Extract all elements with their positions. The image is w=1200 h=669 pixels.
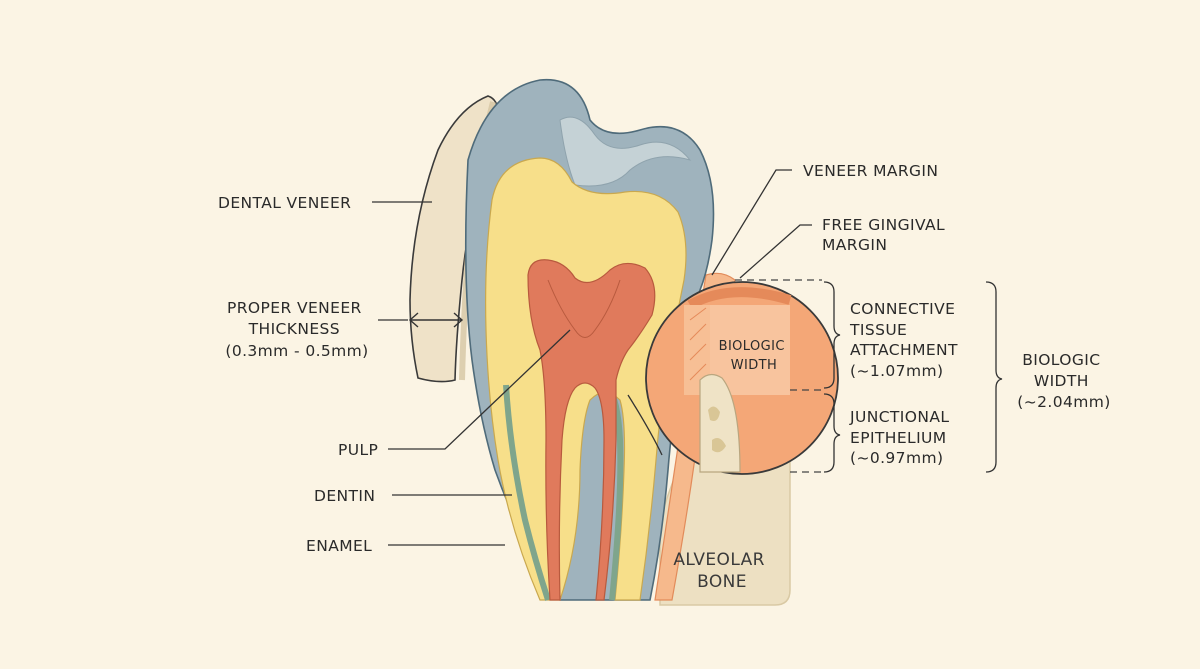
label-connective-tissue-attachment: CONNECTIVE TISSUE ATTACHMENT (~1.07mm) [849, 300, 963, 380]
pulp-canals-detail [547, 279, 621, 338]
inset-bone [699, 373, 741, 473]
leader-veneer-margin [711, 169, 792, 276]
root-outline [503, 384, 551, 601]
label-dental-veneer: DENTAL VENEER [218, 194, 351, 212]
biologic-width-inset [645, 281, 839, 475]
label-veneer-margin: VENEER MARGIN [803, 162, 938, 180]
veneer-thickness-arrow [408, 312, 464, 328]
brace-junctional-epithelium [823, 393, 841, 473]
label-enamel: ENAMEL [306, 537, 372, 555]
label-proper-veneer-thickness: PROPER VENEER THICKNESS (0.3mm - 0.5mm) [225, 299, 368, 360]
label-dentin: DENTIN [314, 487, 375, 505]
label-junctional-epithelium: JUNCTIONAL EPITHELIUM (~0.97mm) [849, 408, 955, 467]
brace-connective-tissue [823, 281, 841, 389]
leader-free-gingival-margin [739, 224, 812, 279]
label-pulp: PULP [338, 441, 378, 459]
label-biologic-width-total: BIOLOGIC WIDTH (~2.04mm) [1017, 351, 1110, 411]
label-biologic-width-inset: BIOLOGIC WIDTH [719, 339, 790, 373]
brace-biologic-width-total [985, 281, 1003, 473]
label-free-gingival-margin: FREE GINGIVAL MARGIN [822, 216, 950, 254]
leader-inset-root [627, 394, 663, 456]
leader-pulp [388, 329, 571, 450]
label-alveolar-bone: ALVEOLAR BONE [673, 550, 770, 592]
pulp-chamber [527, 259, 656, 601]
